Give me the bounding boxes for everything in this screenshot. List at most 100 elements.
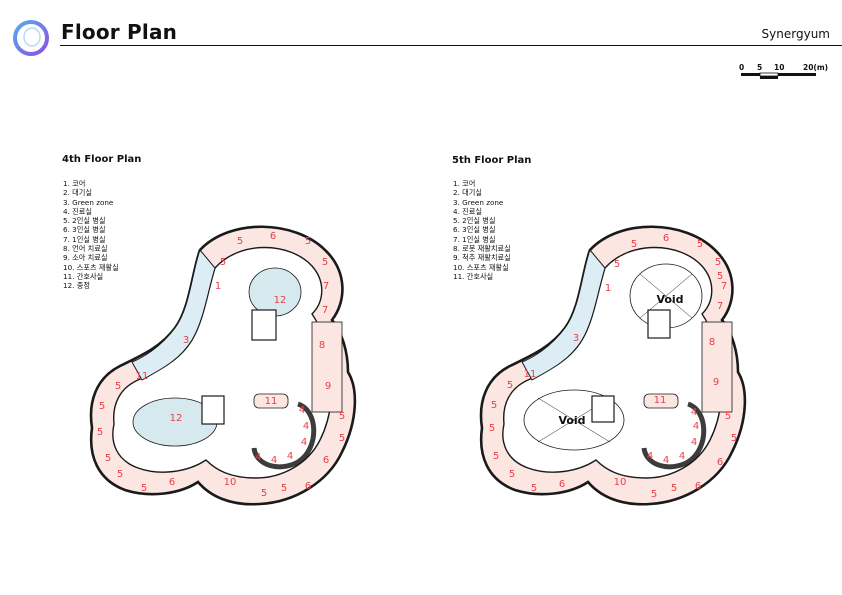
page-title: Floor Plan bbox=[61, 20, 178, 44]
room-number: 9 bbox=[325, 381, 331, 392]
room-number: 5 bbox=[493, 451, 499, 462]
legend-item: 6. 3인실 병실 bbox=[63, 225, 106, 235]
room-number: 6 bbox=[270, 231, 276, 242]
legend-item: 8. 로봇 재활치료실 bbox=[453, 244, 511, 254]
room-number: 5 bbox=[141, 483, 147, 494]
room-number: 5 bbox=[99, 401, 105, 412]
room-number: 5 bbox=[507, 380, 513, 391]
room-number: 4 bbox=[647, 451, 653, 462]
room-number: 5 bbox=[671, 483, 677, 494]
legend-item: 1. 코어 bbox=[63, 179, 86, 188]
room-number: 12 bbox=[170, 413, 183, 424]
core-left bbox=[591, 395, 615, 423]
room-number: 8 bbox=[709, 337, 715, 348]
void-label: Void bbox=[558, 414, 585, 427]
legend-item: 11. 간호사실 bbox=[63, 271, 104, 281]
room-number: 4 bbox=[303, 421, 309, 432]
core-left bbox=[201, 395, 225, 425]
room-number: 5 bbox=[717, 271, 723, 282]
room-number: 11 bbox=[654, 395, 667, 406]
scale-label-10: 10 bbox=[774, 63, 785, 72]
scale-bar-graphic bbox=[741, 72, 816, 79]
nurse-station bbox=[643, 393, 679, 409]
room-number: 5 bbox=[725, 411, 731, 422]
legend-item: 9. 소아 치료실 bbox=[63, 253, 108, 263]
room-number: 11 bbox=[136, 371, 149, 382]
exam-ring bbox=[251, 401, 317, 470]
room-number: 5 bbox=[697, 239, 703, 250]
room-number: 5 bbox=[531, 483, 537, 494]
room-number: 12 bbox=[274, 295, 287, 306]
room-number: 10 bbox=[224, 477, 237, 488]
page-header: Floor Plan Synergyum bbox=[0, 0, 842, 60]
room-number: 11 bbox=[524, 369, 537, 380]
plan-title-5th: 5th Floor Plan bbox=[452, 155, 532, 166]
legend-item: 6. 3인실 병실 bbox=[453, 225, 496, 235]
ring-logo-icon bbox=[13, 20, 49, 56]
room-number: 5 bbox=[115, 381, 121, 392]
room-number: 4 bbox=[255, 452, 261, 463]
room-number: 5 bbox=[651, 489, 657, 500]
room-number: 4 bbox=[287, 451, 293, 462]
legend-item: 4. 진료실 bbox=[63, 206, 92, 216]
room-number: 6 bbox=[323, 455, 329, 466]
room-number: 5 bbox=[305, 236, 311, 247]
legend-item: 3. Green zone bbox=[453, 197, 504, 207]
room-number: 5 bbox=[715, 257, 721, 268]
room-number: 5 bbox=[220, 257, 226, 268]
legend-item: 2. 대기실 bbox=[453, 188, 482, 198]
room-number: 6 bbox=[559, 479, 565, 490]
header-rule bbox=[60, 45, 842, 47]
room-number: 5 bbox=[731, 433, 737, 444]
core-top bbox=[251, 309, 277, 341]
room-number: 4 bbox=[271, 455, 277, 466]
room-number: 4 bbox=[691, 437, 697, 448]
legend-item: 8. 언어 치료실 bbox=[63, 244, 108, 254]
void-label: Void bbox=[656, 293, 683, 306]
room-number: 5 bbox=[614, 259, 620, 270]
green-zone bbox=[521, 249, 606, 381]
room-number: 6 bbox=[305, 481, 311, 492]
rooms-8-9 bbox=[311, 321, 343, 413]
legend-item: 5. 2인실 병실 bbox=[453, 216, 496, 226]
legend-item: 2. 대기실 bbox=[63, 188, 92, 198]
legend-item: 5. 2인실 병실 bbox=[63, 216, 106, 226]
room-number: 5 bbox=[281, 483, 287, 494]
legend-item: 10. 스포츠 재활실 bbox=[63, 262, 119, 272]
scale-label-0: 0 bbox=[739, 63, 745, 72]
scale-bar: 0 5 10 20(m) bbox=[735, 60, 835, 86]
legend-item: 7. 1인실 병실 bbox=[63, 234, 106, 244]
green-zone bbox=[131, 249, 216, 381]
room-number: 5 bbox=[509, 469, 515, 480]
plan-title-4th: 4th Floor Plan bbox=[62, 154, 142, 165]
room-number: 5 bbox=[322, 257, 328, 268]
room-number: 4 bbox=[299, 405, 305, 416]
room-number: 7 bbox=[721, 281, 727, 292]
room-number: 7 bbox=[323, 281, 329, 292]
legend-item: 9. 척추 재활치료실 bbox=[453, 253, 511, 263]
courtyard-top bbox=[248, 267, 302, 317]
brand-name: Synergyum bbox=[761, 27, 830, 41]
room-number: 1 bbox=[215, 281, 221, 292]
room-number: 7 bbox=[322, 305, 328, 316]
legend-item: 12. 중정 bbox=[63, 281, 90, 291]
room-number: 5 bbox=[97, 427, 103, 438]
scale-label-5: 5 bbox=[757, 63, 763, 72]
scale-label-20: 20(m) bbox=[803, 63, 829, 72]
room-number: 5 bbox=[339, 411, 345, 422]
rooms-8-9 bbox=[701, 321, 733, 413]
room-number: 3 bbox=[183, 335, 189, 346]
legend-item: 10. 스포츠 재활실 bbox=[453, 262, 509, 272]
legend-5th: 1. 코어 2. 대기실 3. Green zone 4. 진료실 5. 2인실… bbox=[453, 179, 511, 281]
room-number: 1 bbox=[605, 283, 611, 294]
room-number: 5 bbox=[117, 469, 123, 480]
room-number: 5 bbox=[339, 433, 345, 444]
room-number: 4 bbox=[663, 455, 669, 466]
room-number: 5 bbox=[237, 236, 243, 247]
room-number: 5 bbox=[261, 488, 267, 499]
room-number: 10 bbox=[614, 477, 627, 488]
legend-item: 3. Green zone bbox=[63, 197, 114, 207]
room-number: 9 bbox=[713, 377, 719, 388]
room-number: 5 bbox=[631, 239, 637, 250]
legend-item: 7. 1인실 병실 bbox=[453, 234, 496, 244]
